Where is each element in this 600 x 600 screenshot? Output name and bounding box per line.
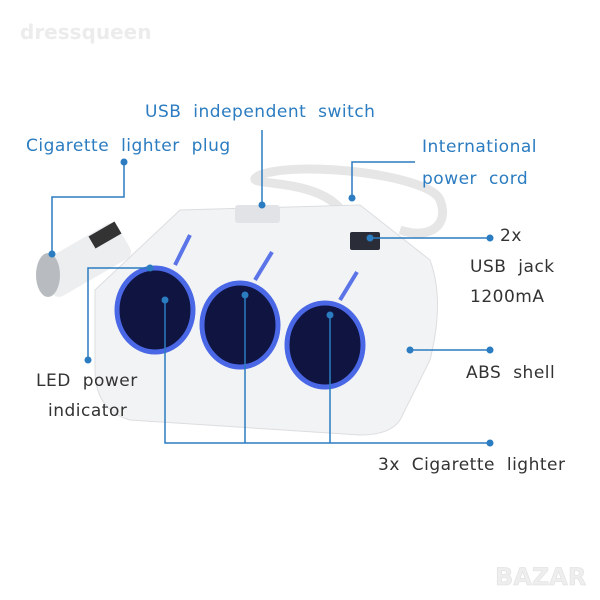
label-cigarette-lighter: 3x Cigarette lighter xyxy=(378,455,566,475)
label-plug: Cigarette lighter plug xyxy=(26,136,231,156)
label-usb-jack-1: 2x xyxy=(500,226,522,246)
lighter-sockets xyxy=(114,234,366,390)
label-usb-jack-2: USB jack xyxy=(470,257,555,277)
label-abs-shell: ABS shell xyxy=(466,363,556,383)
callout-dots xyxy=(48,158,494,447)
usb-switch xyxy=(235,205,280,223)
label-led-1: LED power xyxy=(36,371,138,391)
label-usb-switch: USB independent switch xyxy=(145,102,376,122)
power-cord xyxy=(250,164,448,238)
label-power-cord-1: International xyxy=(422,137,537,157)
label-usb-jack-3: 1200mA xyxy=(470,287,545,307)
bazar-logo: BAZAR xyxy=(495,563,586,591)
cigarette-plug xyxy=(36,221,132,297)
callout-lines xyxy=(51,130,490,444)
usb-ports xyxy=(350,232,380,250)
label-led-2: indicator xyxy=(48,401,128,421)
watermark: dressqueen xyxy=(20,20,152,44)
label-power-cord-2: power cord xyxy=(422,169,529,189)
